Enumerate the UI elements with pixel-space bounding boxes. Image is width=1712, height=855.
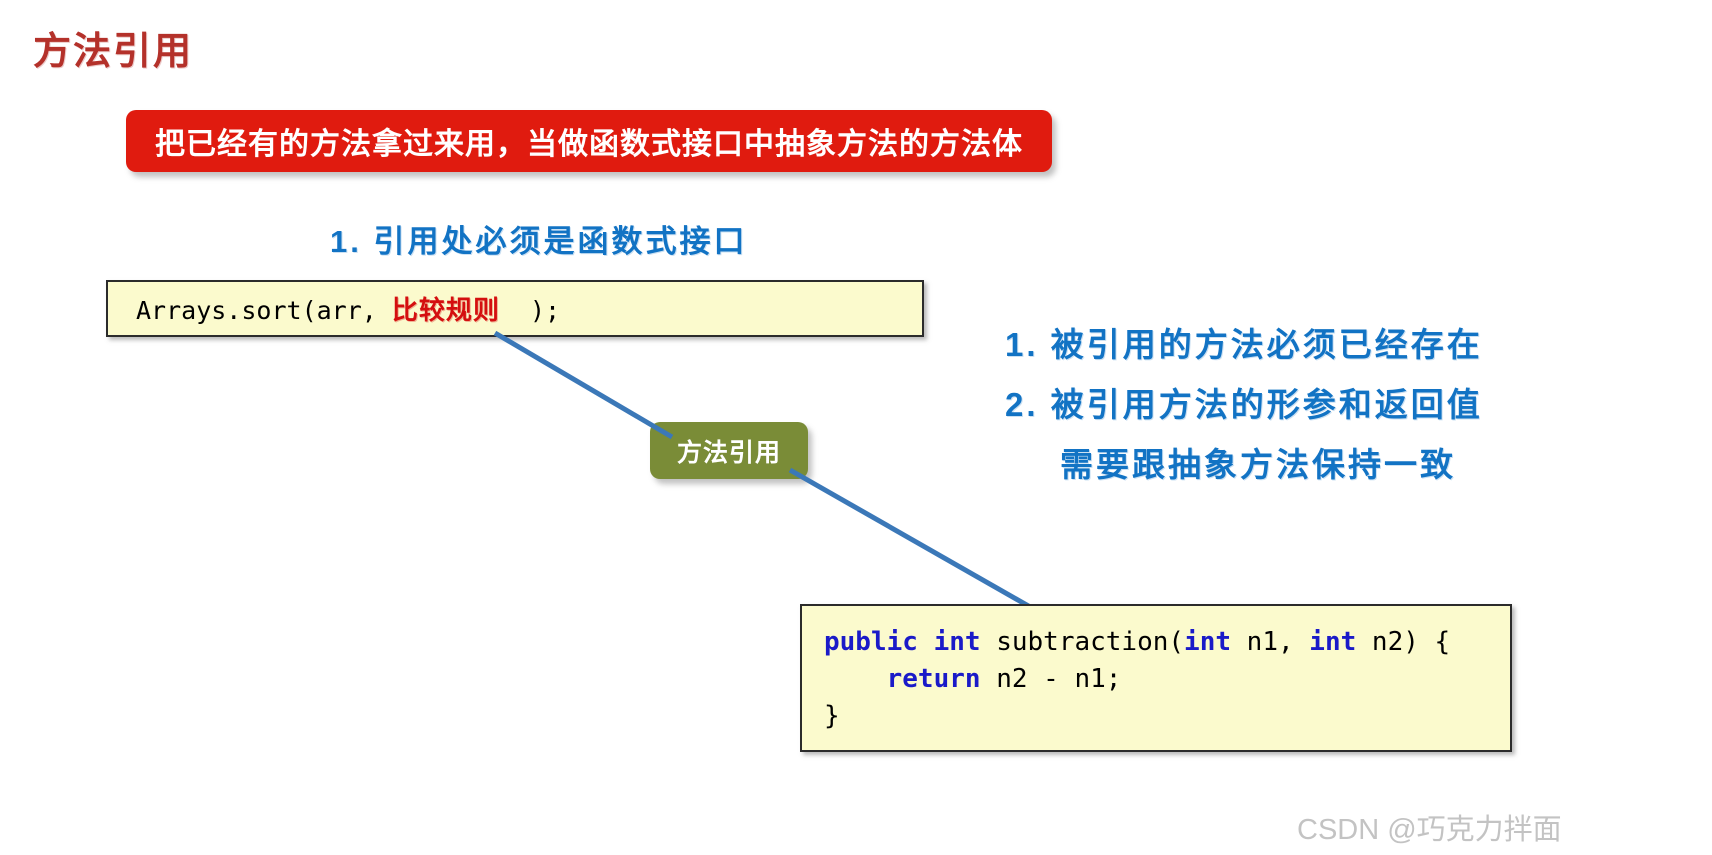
code-param-n2: n2) { [1356,627,1451,657]
code-keyword-int-param1: int [1184,627,1232,657]
definition-banner-body: 把已经有的方法拿过来用，当做函数式接口中抽象方法的方法体 [126,110,1052,172]
definition-banner: 把已经有的方法拿过来用，当做函数式接口中抽象方法的方法体 [126,110,1052,172]
note-functional-interface: 1. 引用处必须是函数式接口 [330,224,748,259]
code-keyword-int-return: int [933,627,981,657]
code-keyword-public: public [824,627,918,657]
code-box-arrays-sort: Arrays.sort(arr, 比较规则 ); [106,280,924,337]
tag-method-reference-label: 方法引用 [676,438,781,467]
code-prefix: Arrays.sort(arr, [136,296,392,325]
code-line-close-brace: } [824,701,840,731]
code-emphasis-comparator: 比较规则 [391,295,500,325]
note-right-3: 需要跟抽象方法保持一致 [1060,446,1456,483]
code-line-return: return n2 - n1; [824,661,1510,698]
code-method-name: subtraction( [980,627,1185,657]
code-keyword-int-param2: int [1309,627,1357,657]
code-line-method-signature: public int subtraction(int n1, int n2) { [824,624,1510,661]
code-keyword-return: return [886,664,981,694]
note-right-1: 1. 被引用的方法必须已经存在 [1005,326,1483,363]
note-right-2: 2. 被引用方法的形参和返回值 [1005,386,1483,423]
definition-banner-text: 把已经有的方法拿过来用，当做函数式接口中抽象方法的方法体 [155,128,1023,161]
code-box-subtraction: public int subtraction(int n1, int n2) {… [800,604,1512,752]
code-line-arrays-sort: Arrays.sort(arr, 比较规则 ); [108,290,560,327]
arrow-line-sort-to-tag [493,330,674,440]
code-return-expression: n2 - n1; [980,664,1122,694]
page-title: 方法引用 [33,31,194,73]
arrow-line-tag-to-method [788,467,1055,623]
code-param-n1: n1, [1231,627,1310,657]
csdn-watermark: CSDN @巧克力拌面 [1297,814,1562,846]
code-suffix: ); [499,296,561,325]
tag-method-reference: 方法引用 [650,422,808,479]
